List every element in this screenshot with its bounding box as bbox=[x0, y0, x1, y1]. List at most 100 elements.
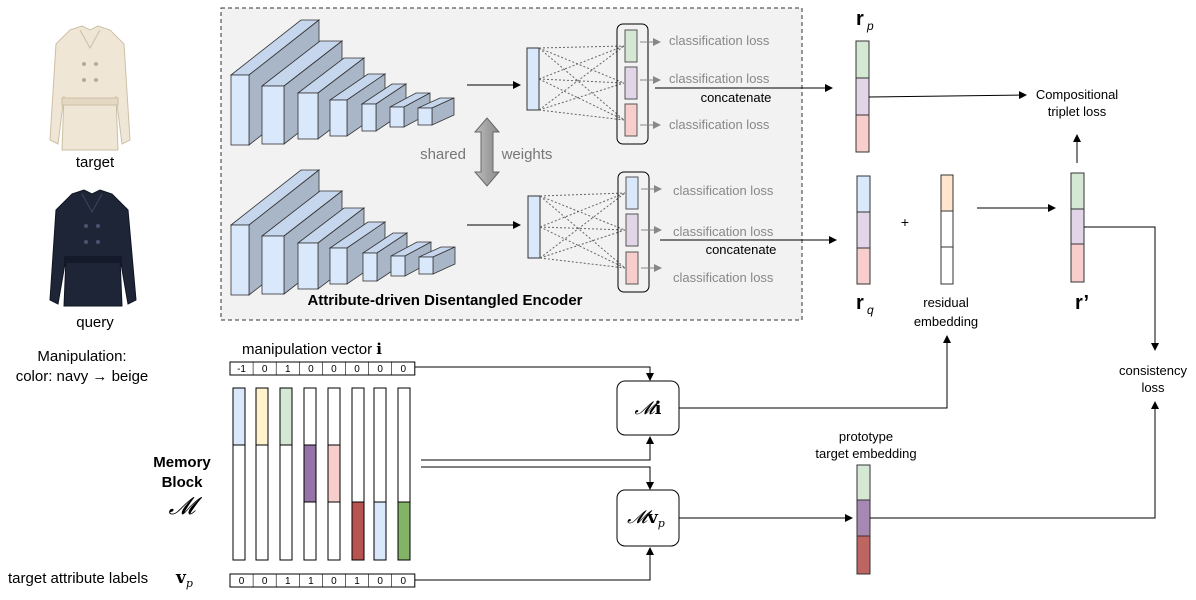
manip-vector-cell: 1 bbox=[285, 364, 291, 375]
memory-column bbox=[303, 387, 317, 561]
rq-embedding-blue bbox=[856, 175, 871, 213]
rprime-embedding-red bbox=[1070, 243, 1085, 283]
prototype-line1: prototype bbox=[839, 429, 893, 444]
rq-label: r q bbox=[856, 292, 874, 317]
memory-column bbox=[255, 387, 269, 561]
manip-vector-cell: 0 bbox=[262, 364, 268, 375]
prototype-embedding-purple bbox=[856, 499, 871, 537]
cnn-layer bbox=[390, 241, 432, 277]
classification-loss-bottom-2: classification loss bbox=[673, 224, 774, 239]
attribute-head-top-purple bbox=[624, 66, 638, 100]
concatenate-label-bottom: concatenate bbox=[706, 242, 777, 257]
query-label: query bbox=[76, 314, 114, 331]
target-vector-cell: 1 bbox=[354, 576, 360, 587]
plus-sign: + bbox=[901, 214, 909, 230]
svg-text:p: p bbox=[866, 19, 874, 33]
rprime-embedding-green bbox=[1070, 172, 1085, 210]
feature-vector-top bbox=[526, 47, 540, 111]
prototype-to-consistency-line bbox=[870, 401, 1159, 519]
cnn-layer bbox=[417, 97, 455, 126]
target-label: target bbox=[76, 154, 115, 171]
memory-symbol: 𝓜 bbox=[169, 492, 203, 520]
concatenate-label-top: concatenate bbox=[701, 90, 772, 105]
target-vector-cell: 0 bbox=[239, 576, 245, 587]
memory-title-line1: Memory bbox=[153, 454, 211, 471]
memory-title-line2: Block bbox=[162, 474, 204, 491]
cnn-stack-top bbox=[229, 19, 455, 146]
attribute-head-top-red bbox=[624, 103, 638, 137]
classification-loss-top-3: classification loss bbox=[669, 117, 770, 132]
manip-vector-to-mi-arrow bbox=[415, 366, 654, 381]
shared-label: shared bbox=[420, 146, 466, 163]
prototype-embedding-red bbox=[856, 535, 871, 575]
residual-line2: embedding bbox=[914, 314, 978, 329]
attribute-head-top-green bbox=[624, 29, 638, 63]
coat-beige-icon bbox=[49, 25, 131, 151]
memory-to-mvp-arrow bbox=[421, 466, 654, 490]
memory-column bbox=[232, 387, 246, 561]
classification-loss-top-2: classification loss bbox=[669, 71, 770, 86]
rp-embedding-red bbox=[855, 114, 870, 153]
classification-loss-bottom-3: classification loss bbox=[673, 270, 774, 285]
prototype-line2: target embedding bbox=[815, 446, 916, 461]
attribute-head-bottom-red bbox=[625, 251, 639, 285]
memory-column bbox=[327, 387, 341, 561]
residual-line1: residual bbox=[923, 295, 969, 310]
rprime-to-consistency-line bbox=[1084, 226, 1159, 351]
target-labels-label: target attribute labels bbox=[8, 570, 148, 587]
dotted-connections-top bbox=[538, 45, 625, 121]
memory-column bbox=[373, 387, 387, 561]
rp-to-triplet-arrow bbox=[868, 91, 1027, 100]
coat-navy-icon bbox=[49, 189, 137, 307]
memory-column bbox=[351, 387, 365, 561]
classification-loss-bottom-1: classification loss bbox=[673, 183, 774, 198]
compositional-line1: Compositional bbox=[1036, 87, 1118, 102]
feature-vector-bottom bbox=[527, 195, 541, 259]
rq-embedding-red bbox=[856, 247, 871, 285]
svg-text:r: r bbox=[856, 8, 864, 30]
manip-vector-cell: 0 bbox=[400, 364, 406, 375]
rprime-embedding-purple bbox=[1070, 208, 1085, 245]
rp-embedding-purple bbox=[855, 77, 870, 116]
target-vector-cell: 0 bbox=[262, 576, 268, 587]
target-labels-symbol: vp bbox=[175, 568, 193, 590]
loss-arrows-top bbox=[640, 38, 661, 129]
memory-columns bbox=[232, 387, 411, 561]
memory-column bbox=[279, 387, 293, 561]
cnn-layer bbox=[360, 83, 408, 132]
attribute-head-bottom-blue bbox=[625, 176, 639, 210]
manipulation-vector: -1 0 1 0 0 0 0 0 bbox=[229, 361, 416, 376]
classification-loss-top-1: classification loss bbox=[669, 33, 770, 48]
rp-embedding-green bbox=[855, 40, 870, 79]
loss-arrows-bottom bbox=[641, 185, 662, 272]
weights-label: weights bbox=[501, 146, 553, 163]
rq-embedding-purple bbox=[856, 211, 871, 249]
prototype-embedding-green bbox=[856, 464, 871, 501]
manip-vector-cell: 0 bbox=[354, 364, 360, 375]
manip-vector-label: manipulation vector i bbox=[242, 340, 382, 358]
consistency-line1: consistency bbox=[1119, 363, 1187, 378]
consistency-line2: loss bbox=[1141, 380, 1165, 395]
manip-vector-cell: -1 bbox=[237, 364, 246, 375]
residual-embedding-white-2 bbox=[940, 246, 954, 285]
cnn-layer bbox=[389, 92, 431, 128]
attribute-head-bottom-purple bbox=[625, 213, 639, 247]
memory-to-mi-arrow bbox=[421, 436, 654, 461]
residual-embedding-orange bbox=[940, 174, 954, 212]
svg-text:q: q bbox=[867, 303, 874, 317]
manip-vector-cell: 0 bbox=[331, 364, 337, 375]
cnn-stack-bottom bbox=[229, 169, 456, 296]
manip-vector-cell: 0 bbox=[308, 364, 314, 375]
memory-column bbox=[397, 387, 411, 561]
cnn-layer bbox=[418, 246, 456, 275]
manip-vector-cell: 0 bbox=[377, 364, 383, 375]
compositional-line2: triplet loss bbox=[1048, 104, 1107, 119]
target-vector-cell: 0 bbox=[377, 576, 383, 587]
target-vector-cell: 1 bbox=[308, 576, 314, 587]
attribute-group-box-bottom bbox=[617, 171, 650, 293]
manipulation-detail: color: navy → beige bbox=[16, 368, 149, 385]
attribute-group-box-top bbox=[616, 23, 649, 145]
mvp-operation-label: 𝓜vp bbox=[627, 507, 665, 530]
